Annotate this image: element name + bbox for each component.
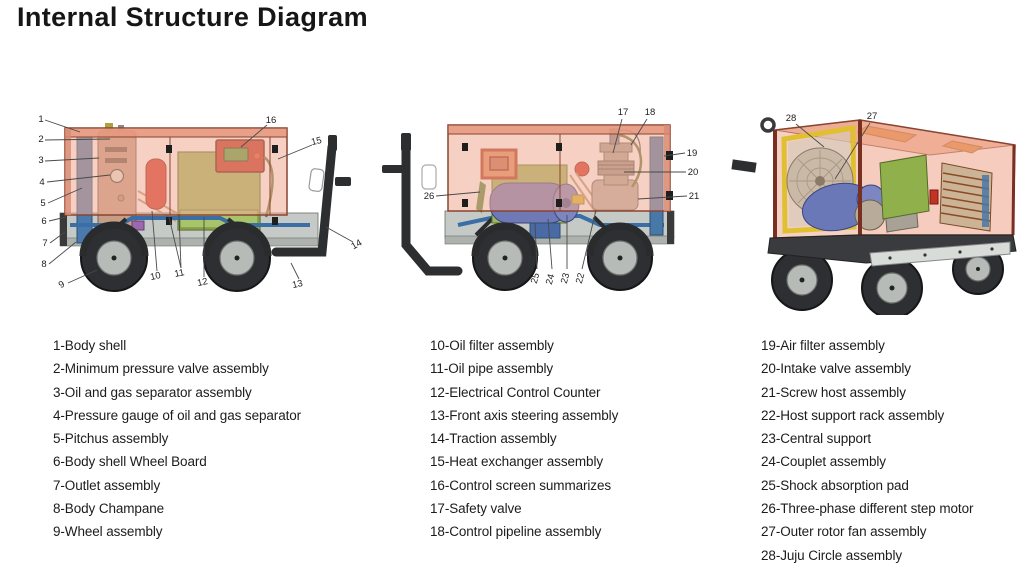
- legend-column-2: 10-Oil filter assembly 11-Oil pipe assem…: [430, 334, 618, 544]
- callout-12: 12: [196, 276, 209, 289]
- compressor-side-view-a: 1 2 3 4 5 6 7 8 9 10 11 12 13 14 15 16: [38, 114, 364, 292]
- side-rail: [869, 241, 1011, 267]
- internal-components: [801, 154, 993, 233]
- legend-column-1: 1-Body shell 2-Minimum pressure valve as…: [53, 334, 301, 544]
- fan-frame-yellow: [781, 125, 857, 234]
- reflector-plate: [308, 168, 325, 192]
- callout-19: 19: [687, 148, 698, 159]
- callout-2: 2: [38, 134, 43, 145]
- wheel: [771, 249, 833, 311]
- radiator: [939, 162, 993, 232]
- coil-blue: [982, 175, 989, 227]
- legend-item: 10-Oil filter assembly: [430, 338, 554, 353]
- legend-item: 8-Body Champane: [53, 501, 165, 517]
- red-valve: [929, 189, 939, 205]
- legend-item: 21-Screw host assembly: [761, 384, 906, 400]
- callout-4: 4: [39, 177, 44, 188]
- callout-28: 28: [786, 113, 797, 124]
- callout-22: 22: [574, 272, 587, 285]
- callout-17: 17: [618, 107, 629, 118]
- reflector-plate: [421, 164, 437, 190]
- callout-16: 16: [266, 115, 277, 126]
- callout-6: 6: [41, 216, 46, 227]
- legend-item: 4-Pressure gauge of oil and gas separato…: [53, 407, 302, 423]
- callout-11: 11: [174, 267, 186, 280]
- legend-item: 15-Heat exchanger assembly: [430, 454, 603, 470]
- traction-handle: [382, 133, 463, 276]
- callout-20: 20: [688, 167, 699, 178]
- legend-column-3: 19-Air filter assembly 20-Intake valve a…: [761, 334, 973, 567]
- callout-1: 1: [38, 114, 43, 125]
- leader-lines: [435, 118, 688, 270]
- legend-item: 3-Oil and gas separator assembly: [53, 384, 252, 400]
- callout-14: 14: [349, 237, 364, 252]
- callout-23: 23: [559, 272, 572, 285]
- callout-13: 13: [291, 278, 304, 291]
- wheel: [79, 221, 149, 292]
- lifting-eye: [760, 117, 776, 133]
- callout-numbers: 28 27: [786, 111, 878, 124]
- body-shell-3d: [731, 117, 1016, 239]
- callout-10: 10: [149, 270, 162, 283]
- legend-item: 19-Air filter assembly: [761, 338, 885, 353]
- callout-18: 18: [645, 107, 656, 118]
- legend-item: 20-Intake valve assembly: [761, 361, 911, 377]
- wheel: [586, 222, 654, 291]
- wheel: [861, 257, 923, 315]
- legend-item: 14-Traction assembly: [430, 431, 557, 447]
- legend-item: 13-Front axis steering assembly: [430, 407, 619, 423]
- leader-lines: [44, 119, 354, 284]
- legend-item: 16-Control screen summarizes: [430, 477, 612, 493]
- chassis: [767, 234, 1017, 267]
- wheel: [471, 222, 539, 291]
- callout-24: 24: [544, 273, 557, 286]
- callout-5: 5: [40, 198, 45, 209]
- legend-item: 2-Minimum pressure valve assembly: [53, 361, 269, 377]
- wheel: [202, 221, 272, 292]
- traction-handle: [271, 135, 351, 257]
- shock-pad: [131, 220, 145, 231]
- callout-21: 21: [689, 191, 700, 202]
- green-panel: [879, 154, 930, 220]
- callout-27: 27: [867, 111, 878, 122]
- compressor-perspective-view: 28 27: [731, 111, 1017, 315]
- legend-item: 18-Control pipeline assembly: [430, 524, 602, 540]
- callout-9: 9: [57, 279, 67, 291]
- callout-numbers: 1 2 3 4 5 6 7 8 9 10 11 12 13 14 15 16: [38, 114, 364, 291]
- body-shell: [447, 124, 673, 212]
- legend-item: 28-Juju Circle assembly: [761, 547, 902, 563]
- legend-item: 11-Oil pipe assembly: [430, 361, 554, 377]
- callout-8: 8: [41, 259, 46, 270]
- legend-item: 6-Body shell Wheel Board: [53, 454, 207, 470]
- callout-15: 15: [310, 135, 323, 148]
- legend-item: 5-Pitchus assembly: [53, 431, 169, 447]
- legend-item: 22-Host support rack assembly: [761, 407, 945, 423]
- compressor-side-view-b: 17 18 19 20 21 26 25 24 23 22: [382, 107, 700, 291]
- legend-item: 12-Electrical Control Counter: [430, 384, 601, 400]
- callout-25: 25: [529, 272, 542, 285]
- callout-7: 7: [42, 238, 47, 249]
- legend-item: 23-Central support: [761, 431, 872, 447]
- callout-26: 26: [424, 191, 435, 202]
- callout-numbers: 17 18 19 20 21 26 25 24 23 22: [424, 107, 700, 286]
- legend-item: 26-Three-phase different step motor: [761, 501, 974, 517]
- page-title: Internal Structure Diagram: [17, 2, 368, 32]
- legend-item: 9-Wheel assembly: [53, 524, 163, 540]
- legend-item: 25-Shock absorption pad: [761, 477, 909, 493]
- leader-lines: [795, 122, 871, 180]
- legend-item: 24-Couplet assembly: [761, 454, 886, 470]
- legend-item: 1-Body shell: [53, 338, 127, 353]
- legend-item: 7-Outlet assembly: [53, 477, 161, 493]
- tow-bracket: [731, 159, 757, 173]
- legend-item: 27-Outer rotor fan assembly: [761, 524, 927, 540]
- body-shell: [64, 127, 288, 225]
- callout-3: 3: [38, 155, 43, 166]
- legend-item: 17-Safety valve: [430, 501, 522, 517]
